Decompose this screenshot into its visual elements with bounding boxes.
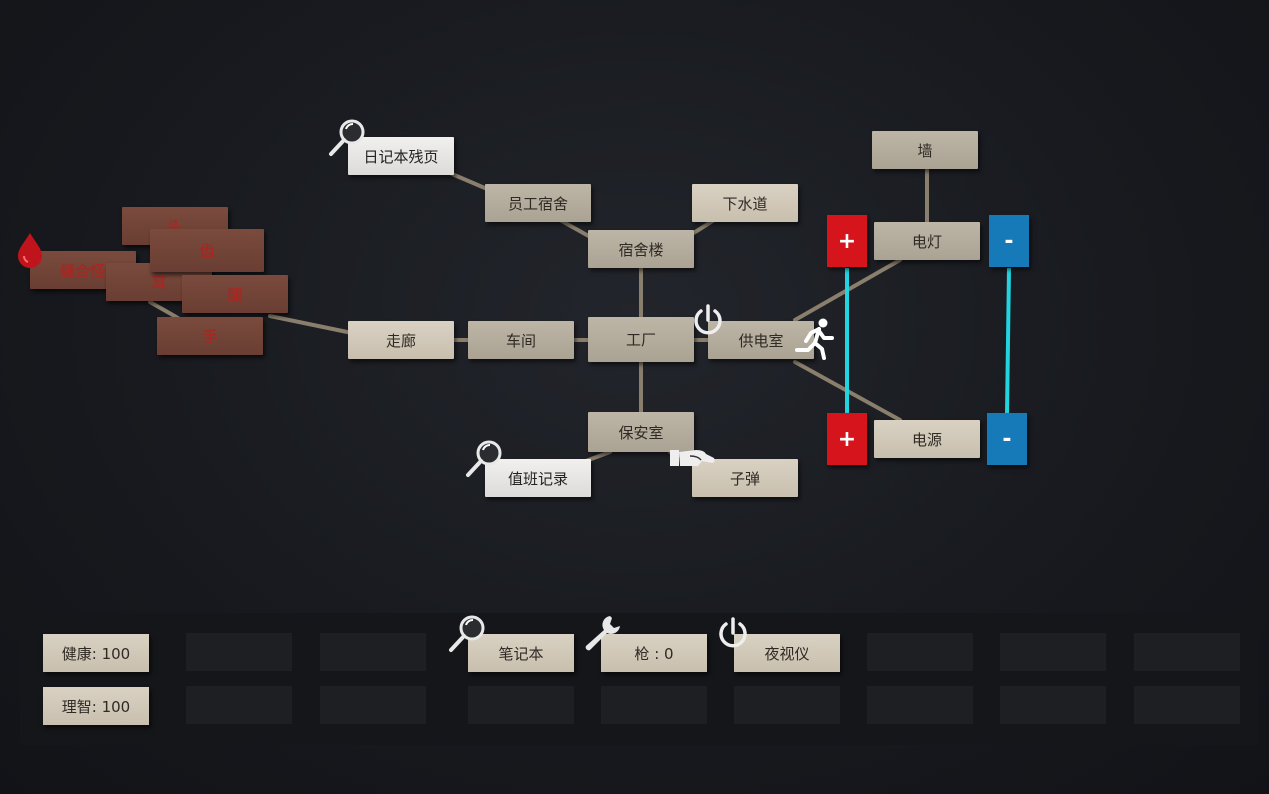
node-sewer[interactable]: 下水道 [692, 184, 798, 222]
health-stat: 健康: 100 [43, 634, 149, 672]
wire-blue [1005, 267, 1011, 415]
light-plus-button[interactable]: + [827, 215, 867, 267]
inventory-slot[interactable] [867, 686, 973, 724]
inventory-slot[interactable] [601, 686, 707, 724]
node-power-source[interactable]: 电源 [874, 420, 980, 458]
magnifier-icon [449, 615, 485, 652]
grab-hand-icon [670, 450, 715, 466]
node-dorm-building[interactable]: 宿舍楼 [588, 230, 694, 268]
power-plus-button[interactable]: + [827, 413, 867, 465]
inventory-slot[interactable] [734, 686, 840, 724]
node-diary-page[interactable]: 日记本残页 [348, 137, 454, 175]
inventory-slot[interactable] [320, 633, 426, 671]
body-part-leg[interactable]: 腿 [182, 275, 288, 313]
node-corridor[interactable]: 走廊 [348, 321, 454, 359]
light-minus-button[interactable]: - [989, 215, 1029, 267]
link-power-light [793, 258, 902, 322]
inventory-panel: 健康: 100 理智: 100 笔记本 枪 : 0 夜视仪 [20, 613, 1258, 745]
node-staff-dorm[interactable]: 员工宿舍 [485, 184, 591, 222]
inventory-slot[interactable] [320, 686, 426, 724]
link-monster-corridor [268, 314, 354, 335]
power-minus-button[interactable]: - [987, 413, 1027, 465]
blood-drop-icon [18, 233, 42, 268]
inventory-slot[interactable] [1134, 633, 1240, 671]
node-factory[interactable]: 工厂 [588, 317, 694, 362]
running-man-icon [795, 318, 834, 360]
link-power-source [793, 360, 902, 422]
node-power-room[interactable]: 供电室 [708, 321, 814, 359]
node-workshop[interactable]: 车间 [468, 321, 574, 359]
inventory-item-notebook[interactable]: 笔记本 [468, 634, 574, 672]
link-hand-monster [148, 300, 180, 320]
inventory-slot[interactable] [1134, 686, 1240, 724]
inventory-slot[interactable] [1000, 686, 1106, 724]
inventory-slot[interactable] [186, 686, 292, 724]
inventory-slot[interactable] [1000, 633, 1106, 671]
magnifier-icon [329, 119, 365, 156]
body-part-hand[interactable]: 手 [157, 317, 263, 355]
node-bullets[interactable]: 子弹 [692, 459, 798, 497]
power-icon [694, 304, 722, 335]
body-part-teeth[interactable]: 齿 [150, 229, 264, 272]
node-security-room[interactable]: 保安室 [588, 412, 694, 452]
magnifier-icon [466, 440, 502, 477]
node-duty-log[interactable]: 值班记录 [485, 459, 591, 497]
wrench-icon [585, 616, 620, 651]
node-light[interactable]: 电灯 [874, 222, 980, 260]
node-wall[interactable]: 墙 [872, 131, 978, 169]
sanity-stat: 理智: 100 [43, 687, 149, 725]
inventory-slot[interactable] [468, 686, 574, 724]
power-icon [719, 617, 747, 648]
inventory-slot[interactable] [867, 633, 973, 671]
inventory-slot[interactable] [186, 633, 292, 671]
inventory-item-gun[interactable]: 枪 : 0 [601, 634, 707, 672]
inventory-item-night-vision[interactable]: 夜视仪 [734, 634, 840, 672]
